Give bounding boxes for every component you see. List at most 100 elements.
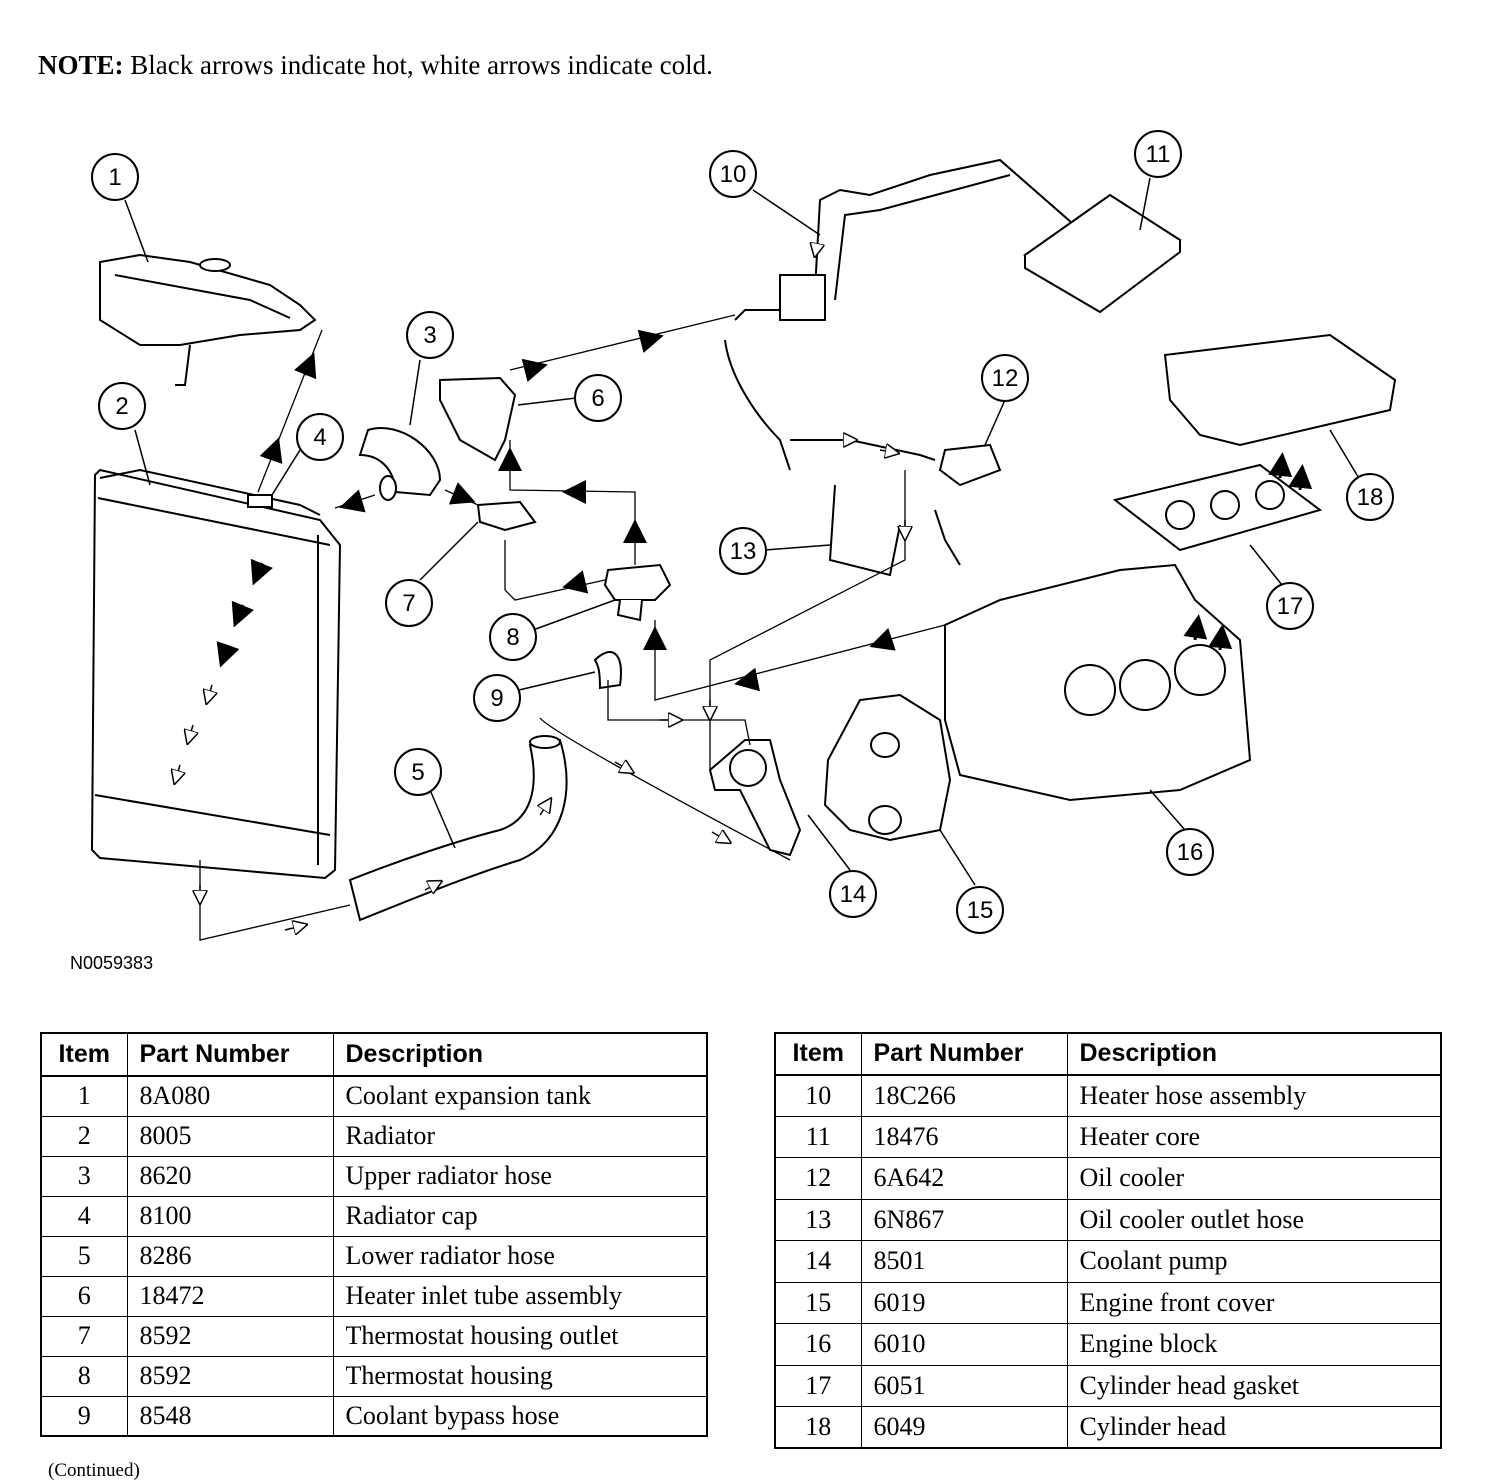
cylinder-head-gasket <box>1112 463 1323 552</box>
callout-3: 3 <box>406 311 454 359</box>
cell-item: 15 <box>774 1281 862 1324</box>
cell-item: 17 <box>774 1364 862 1407</box>
cell-part-number: 8620 <box>126 1155 334 1197</box>
cylinder-head <box>1163 333 1397 447</box>
cell-part-number: 18C266 <box>860 1074 1068 1117</box>
callout-9-label: 9 <box>490 685 503 712</box>
callout-12: 12 <box>981 354 1029 402</box>
header-description: Description <box>332 1032 708 1077</box>
cell-part-number: 8548 <box>126 1395 334 1437</box>
header-description: Description <box>1066 1032 1442 1076</box>
note: NOTE: Black arrows indicate hot, white a… <box>38 50 713 81</box>
callout-8-label: 8 <box>506 624 519 651</box>
cell-item: 8 <box>40 1355 128 1397</box>
cell-part-number: 8592 <box>126 1355 334 1397</box>
table-header-row: Item Part Number Description <box>40 1032 708 1077</box>
cell-description: Coolant bypass hose <box>332 1395 708 1437</box>
cell-item: 13 <box>774 1198 862 1241</box>
cell-item: 10 <box>774 1074 862 1117</box>
continued-note: (Continued) <box>48 1460 140 1481</box>
cell-item: 5 <box>40 1235 128 1277</box>
callout-10: 10 <box>709 150 757 198</box>
cell-item: 14 <box>774 1240 862 1283</box>
cell-item: 7 <box>40 1315 128 1357</box>
cell-part-number: 6019 <box>860 1281 1068 1324</box>
callout-1: 1 <box>91 153 139 201</box>
cooling-system-diagram: 1 2 3 4 5 6 7 8 9 10 11 12 13 14 15 16 1… <box>90 130 1397 941</box>
coolant-bypass-hose <box>593 651 622 690</box>
cell-description: Heater hose assembly <box>1066 1074 1442 1117</box>
note-label: NOTE: <box>38 50 124 80</box>
radiator <box>90 468 342 880</box>
cell-part-number: 8592 <box>126 1315 334 1357</box>
cell-description: Engine front cover <box>1066 1281 1442 1324</box>
cell-description: Thermostat housing outlet <box>332 1315 708 1357</box>
header-item: Item <box>774 1032 862 1076</box>
callout-14: 14 <box>829 870 877 918</box>
callout-2: 2 <box>98 382 146 430</box>
cell-item: 2 <box>40 1115 128 1157</box>
lower-radiator-hose <box>348 735 568 922</box>
cell-description: Radiator cap <box>332 1195 708 1237</box>
cell-description: Radiator <box>332 1115 708 1157</box>
cell-part-number: 8286 <box>126 1235 334 1277</box>
cell-item: 11 <box>774 1115 862 1158</box>
callout-16-label: 16 <box>1177 839 1204 866</box>
coolant-expansion-tank <box>99 253 317 386</box>
header-part-number: Part Number <box>126 1032 334 1077</box>
callout-4-label: 4 <box>313 424 326 451</box>
oil-cooler-outlet-hose <box>828 484 961 577</box>
cell-part-number: 8A080 <box>126 1075 334 1117</box>
cell-part-number: 6A642 <box>860 1157 1068 1200</box>
cell-part-number: 18476 <box>860 1115 1068 1158</box>
callout-2-label: 2 <box>115 393 128 420</box>
cell-description: Heater inlet tube assembly <box>332 1275 708 1317</box>
cell-description: Coolant pump <box>1066 1240 1442 1283</box>
callout-15: 15 <box>956 886 1004 934</box>
callout-10-label: 10 <box>720 161 747 188</box>
figure-code: N0059383 <box>70 953 154 973</box>
callout-13-label: 13 <box>730 538 757 565</box>
cell-description: Thermostat housing <box>332 1355 708 1397</box>
callout-15-label: 15 <box>967 897 994 924</box>
callout-12-label: 12 <box>992 365 1019 392</box>
cell-part-number: 6051 <box>860 1364 1068 1407</box>
leader-lines <box>124 177 1361 886</box>
callout-5-label: 5 <box>411 759 424 786</box>
cell-item: 12 <box>774 1157 862 1200</box>
header-part-number: Part Number <box>860 1032 1068 1076</box>
heater-core <box>1023 193 1182 314</box>
callout-11: 11 <box>1134 130 1182 178</box>
callout-11-label: 11 <box>1146 141 1171 168</box>
hot-flow-arrows <box>216 329 1313 692</box>
callout-5: 5 <box>394 748 442 796</box>
engine-block <box>944 563 1252 802</box>
cell-description: Lower radiator hose <box>332 1235 708 1277</box>
heater-inlet-tube-assembly <box>439 376 517 462</box>
cell-description: Cylinder head gasket <box>1066 1364 1442 1407</box>
callout-13: 13 <box>719 527 767 575</box>
note-text: Black arrows indicate hot, white arrows … <box>130 50 713 80</box>
cell-item: 16 <box>774 1323 862 1366</box>
callout-7: 7 <box>385 579 433 627</box>
cell-description: Upper radiator hose <box>332 1155 708 1197</box>
cell-description: Oil cooler outlet hose <box>1066 1198 1442 1241</box>
coolant-pump <box>708 739 802 857</box>
cell-item: 9 <box>40 1395 128 1437</box>
cell-part-number: 8005 <box>126 1115 334 1157</box>
